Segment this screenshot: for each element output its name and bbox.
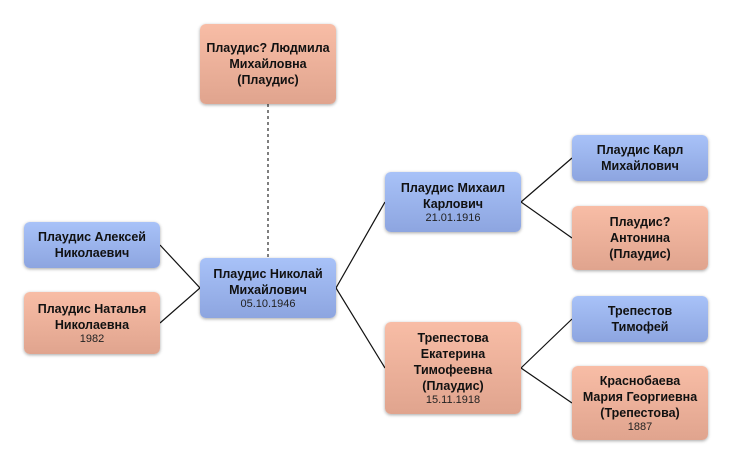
- person-card-lyudmila[interactable]: Плаудис? Людмила Михайловна (Плаудис): [200, 24, 336, 104]
- person-date: 05.10.1946: [240, 297, 296, 310]
- line-nikolai-parents: [335, 201, 386, 369]
- person-date: 1887: [627, 420, 653, 433]
- person-name: Краснобаева Мария Георгиевна (Трепестова…: [582, 373, 698, 420]
- person-card-antonina[interactable]: Плаудис? Антонина (Плаудис): [572, 206, 708, 270]
- person-card-timofei[interactable]: Трепестов Тимофей: [572, 296, 708, 342]
- person-name: Плаудис? Людмила Михайловна (Плаудис): [206, 41, 330, 87]
- person-card-karl[interactable]: Плаудис Карл Михайлович: [572, 135, 708, 181]
- person-card-aleksei[interactable]: Плаудис Алексей Николаевич: [24, 222, 160, 268]
- person-card-mikhail[interactable]: Плаудис Михаил Карлович 21.01.1916: [385, 172, 521, 232]
- person-name: Плаудис Карл Михайлович: [596, 143, 684, 173]
- person-card-nikolai[interactable]: Плаудис Николай Михайлович 05.10.1946: [200, 258, 336, 318]
- person-name: Плаудис Наталья Николаевна: [37, 301, 147, 332]
- person-card-maria[interactable]: Краснобаева Мария Георгиевна (Трепестова…: [572, 366, 708, 440]
- person-date: 15.11.1918: [425, 393, 481, 406]
- person-name: Плаудис Алексей Николаевич: [38, 230, 146, 260]
- person-date: 1982: [79, 332, 105, 345]
- person-name: Плаудис? Антонина (Плаудис): [609, 215, 671, 261]
- person-name: Трепестова Екатерина Тимофеевна (Плаудис…: [413, 330, 493, 393]
- line-nikolai-children: [159, 244, 201, 324]
- person-name: Трепестов Тимофей: [607, 304, 673, 334]
- person-card-natalya[interactable]: Плаудис Наталья Николаевна 1982: [24, 292, 160, 354]
- person-date: 21.01.1916: [425, 211, 481, 224]
- person-card-ekaterina[interactable]: Трепестова Екатерина Тимофеевна (Плаудис…: [385, 322, 521, 414]
- line-ekaterina-parents: [520, 318, 573, 404]
- line-mikhail-parents: [520, 157, 573, 239]
- person-name: Плаудис Михаил Карлович: [400, 180, 506, 211]
- person-name: Плаудис Николай Михайлович: [213, 266, 323, 297]
